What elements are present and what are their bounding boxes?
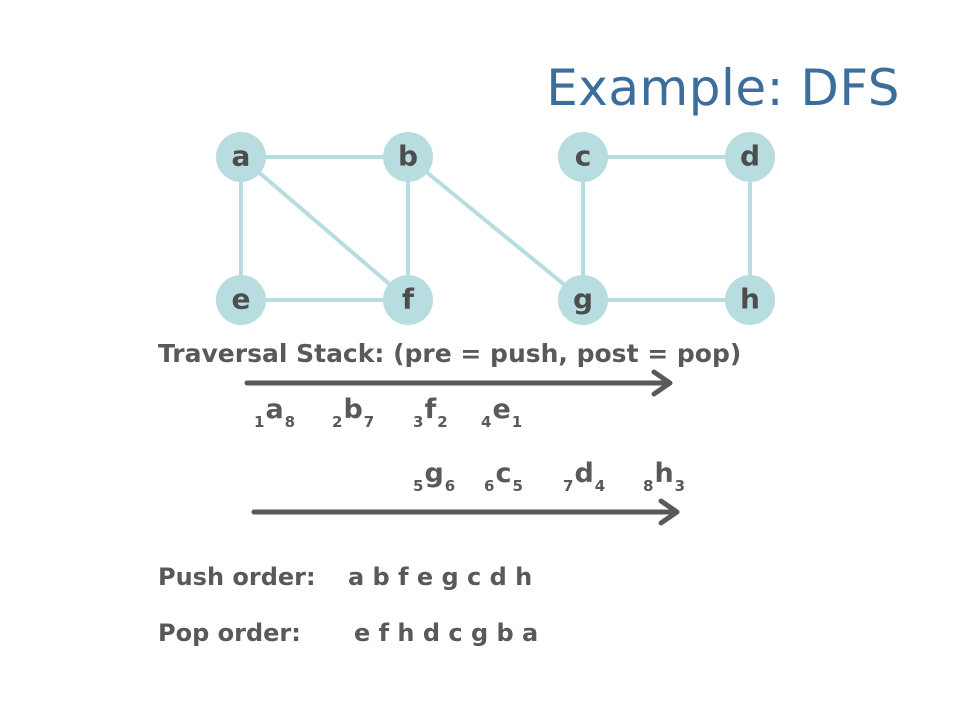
vertex-name: b	[343, 394, 363, 425]
node-circle-d	[725, 132, 775, 182]
pre-number: 4	[481, 413, 492, 431]
traversal-stack-heading: Traversal Stack: (pre = push, post = pop…	[158, 339, 742, 368]
node-d: d	[725, 132, 775, 182]
edges-layer	[239, 155, 752, 302]
stack-entry-e: 4e1	[481, 394, 522, 431]
node-label-e: e	[232, 283, 251, 316]
stack-entry-f: 3f2	[413, 394, 448, 431]
vertex-name: h	[654, 458, 674, 489]
node-a: a	[216, 132, 266, 182]
node-circle-b	[383, 132, 433, 182]
traversal-arrow-top	[244, 369, 673, 397]
stack-entry-b: 2b7	[332, 394, 374, 431]
node-circle-a	[216, 132, 266, 182]
node-label-d: d	[740, 140, 760, 173]
pre-number: 5	[413, 477, 424, 495]
push-order-label: Push order:	[158, 563, 316, 591]
stack-entry-g: 5g6	[413, 458, 455, 495]
node-circle-c	[558, 132, 608, 182]
post-number: 3	[674, 477, 686, 495]
post-number: 4	[594, 477, 606, 495]
post-number: 6	[444, 477, 456, 495]
stack-entry-d: 7d4	[563, 458, 605, 495]
pre-number: 1	[254, 413, 265, 431]
node-b: b	[383, 132, 433, 182]
pre-number: 3	[413, 413, 424, 431]
node-f: f	[383, 275, 433, 325]
vertex-name: c	[495, 458, 512, 489]
post-number: 8	[284, 413, 296, 431]
pop-order-value: e f h d c g b a	[354, 619, 539, 647]
node-label-b: b	[398, 140, 418, 173]
stack-entry-h: 8h3	[643, 458, 685, 495]
vertex-name: f	[424, 394, 437, 425]
pre-number: 2	[332, 413, 343, 431]
node-label-f: f	[402, 283, 415, 316]
pre-number: 8	[643, 477, 654, 495]
push-order-value: a b f e g c d h	[348, 563, 533, 591]
node-label-h: h	[740, 283, 760, 316]
pre-number: 6	[484, 477, 495, 495]
traversal-arrow-bottom	[251, 498, 680, 526]
post-number: 5	[512, 477, 523, 495]
pre-number: 7	[563, 477, 574, 495]
post-number: 2	[437, 413, 448, 431]
node-e: e	[216, 275, 266, 325]
node-circle-e	[216, 275, 266, 325]
arrow-bottom-head	[658, 498, 680, 526]
pop-order-label: Pop order:	[158, 619, 301, 647]
arrow-top-head	[651, 369, 673, 397]
node-circle-h	[725, 275, 775, 325]
node-c: c	[558, 132, 608, 182]
post-number: 7	[363, 413, 375, 431]
node-label-c: c	[575, 140, 592, 173]
node-g: g	[558, 275, 608, 325]
edge-b-g	[406, 155, 585, 302]
edge-a-f	[239, 155, 410, 302]
node-label-a: a	[232, 140, 251, 173]
node-circle-f	[383, 275, 433, 325]
post-number: 1	[511, 413, 523, 431]
pop-order-row: Pop order: e f h d c g b a	[158, 616, 538, 650]
vertex-name: g	[424, 458, 444, 489]
node-circle-g	[558, 275, 608, 325]
vertex-name: a	[265, 394, 284, 425]
push-order-row: Push order: a b f e g c d h	[158, 560, 532, 594]
stack-entry-c: 6c5	[484, 458, 523, 495]
nodes-layer: a b c d e f g h	[216, 132, 775, 325]
node-label-g: g	[573, 283, 593, 316]
vertex-name: e	[492, 394, 511, 425]
slide-title: Example: DFS	[546, 59, 900, 117]
vertex-name: d	[574, 458, 594, 489]
node-h: h	[725, 275, 775, 325]
stack-entry-a: 1a8	[254, 394, 295, 431]
